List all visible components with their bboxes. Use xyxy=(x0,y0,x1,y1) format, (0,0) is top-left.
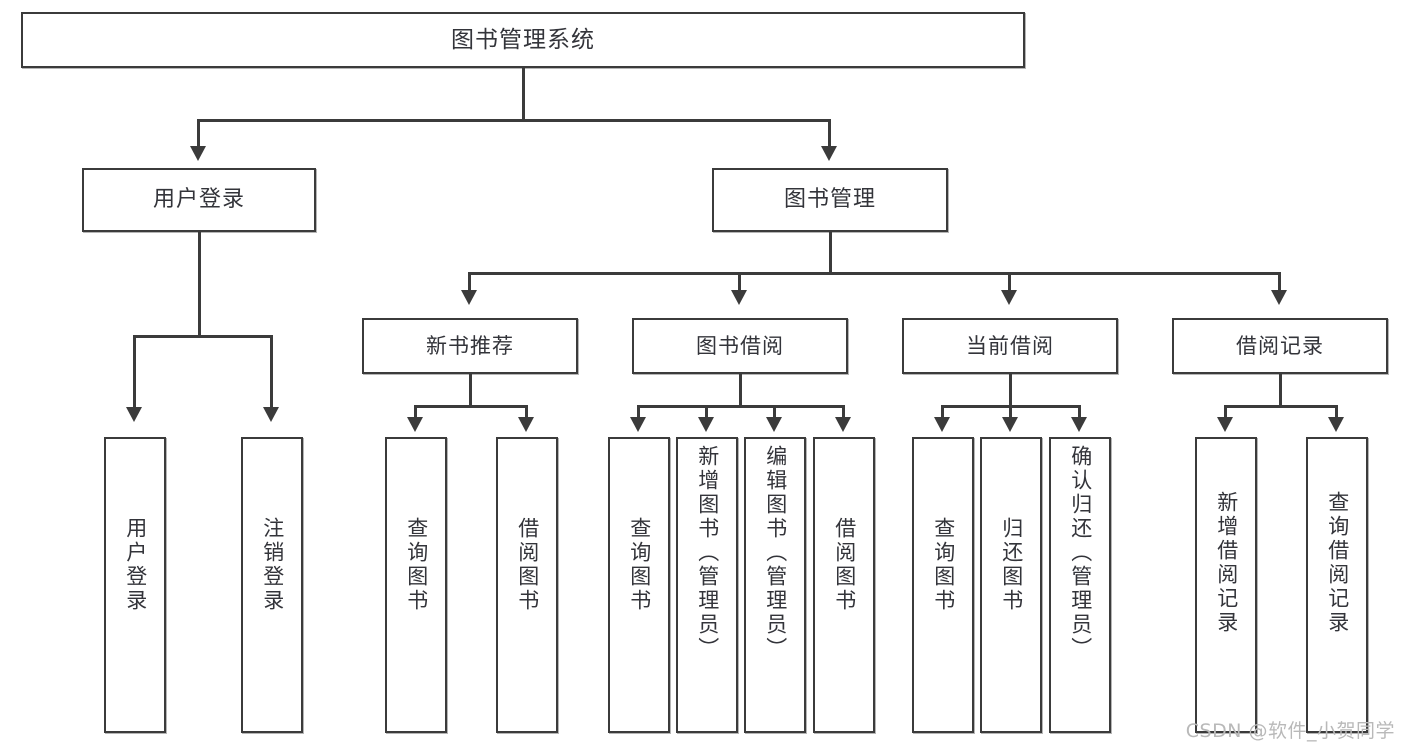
arrow-to-leaf-return-book xyxy=(1002,417,1018,432)
connector-nbr-drop-2 xyxy=(525,405,528,419)
watermark: CSDN @软件_小贺同学 xyxy=(1185,720,1395,742)
leaf-confirm-return[interactable]: 确认归还（管理员） xyxy=(1049,437,1111,733)
arrow-to-leaf-confirm-return xyxy=(1071,417,1087,432)
node-book-management[interactable]: 图书管理 xyxy=(712,168,948,232)
arrow-to-borrow-record xyxy=(1271,290,1287,305)
arrow-to-leaf-query-record xyxy=(1328,417,1344,432)
node-label: 用户登录 xyxy=(123,517,148,613)
arrow-to-book-management xyxy=(821,146,837,161)
node-new-book-recommend[interactable]: 新书推荐 xyxy=(362,318,578,374)
arrow-to-new-book-recommend xyxy=(461,290,477,305)
leaf-add-record[interactable]: 新增借阅记录 xyxy=(1195,437,1257,733)
arrow-to-leaf-edit-book xyxy=(766,417,782,432)
arrow-to-book-borrow xyxy=(731,290,747,305)
connector-user-login-stem xyxy=(198,232,201,337)
connector-nbr-stem xyxy=(469,374,472,407)
leaf-query-book-2[interactable]: 查询图书 xyxy=(608,437,670,733)
node-label: 新增图书（管理员） xyxy=(695,445,720,661)
node-label: 查询图书 xyxy=(404,517,429,613)
node-label: 归还图书 xyxy=(999,517,1024,613)
node-label: 确认归还（管理员） xyxy=(1068,445,1093,661)
connector-cb-stem xyxy=(1009,374,1012,407)
connector-user-login-bus xyxy=(133,335,272,338)
connector-bb-stem xyxy=(739,374,742,407)
arrow-to-leaf-borrow-book-1 xyxy=(518,417,534,432)
connector-root-stem xyxy=(522,68,525,120)
node-label: 查询图书 xyxy=(931,517,956,613)
leaf-borrow-book-1[interactable]: 借阅图书 xyxy=(496,437,558,733)
arrow-to-leaf-query-book-2 xyxy=(630,417,646,432)
connector-bm-drop-3 xyxy=(1008,272,1011,292)
leaf-borrow-book-2[interactable]: 借阅图书 xyxy=(813,437,875,733)
connector-bb-drop-1 xyxy=(637,405,640,419)
node-label: 借阅图书 xyxy=(832,517,857,613)
connector-cb-drop-2 xyxy=(1009,405,1012,419)
node-label: 图书管理 xyxy=(783,187,876,213)
connector-bm-drop-2 xyxy=(738,272,741,292)
leaf-edit-book[interactable]: 编辑图书（管理员） xyxy=(744,437,806,733)
node-label: 图书管理系统 xyxy=(451,26,595,53)
connector-user-login-drop-1 xyxy=(133,335,136,410)
node-borrow-record[interactable]: 借阅记录 xyxy=(1172,318,1388,374)
leaf-return-book[interactable]: 归还图书 xyxy=(980,437,1042,733)
connector-root-bus xyxy=(197,119,830,122)
leaf-query-book-3[interactable]: 查询图书 xyxy=(912,437,974,733)
connector-root-drop-left xyxy=(197,119,200,149)
arrow-to-leaf-query-book-3 xyxy=(934,417,950,432)
connector-br-drop-1 xyxy=(1224,405,1227,419)
node-label: 新增借阅记录 xyxy=(1214,491,1239,635)
node-label: 新书推荐 xyxy=(426,333,514,358)
leaf-query-record[interactable]: 查询借阅记录 xyxy=(1306,437,1368,733)
connector-bb-drop-2 xyxy=(705,405,708,419)
node-label: 借阅图书 xyxy=(515,517,540,613)
node-label: 当前借阅 xyxy=(966,333,1054,358)
connector-bb-drop-4 xyxy=(842,405,845,419)
arrow-to-leaf-query-book-1 xyxy=(407,417,423,432)
arrow-to-leaf-logout xyxy=(263,407,279,422)
arrow-to-leaf-user-login xyxy=(126,407,142,422)
connector-cb-drop-3 xyxy=(1078,405,1081,419)
connector-book-management-bus xyxy=(468,272,1280,275)
leaf-user-login[interactable]: 用户登录 xyxy=(104,437,166,733)
connector-root-drop-right xyxy=(828,119,831,149)
node-label: 查询图书 xyxy=(627,517,652,613)
leaf-query-book-1[interactable]: 查询图书 xyxy=(385,437,447,733)
node-label: 注销登录 xyxy=(260,517,285,613)
arrow-to-leaf-add-record xyxy=(1217,417,1233,432)
arrow-to-leaf-borrow-book-2 xyxy=(835,417,851,432)
connector-book-management-stem xyxy=(829,232,832,274)
connector-br-stem xyxy=(1279,374,1282,407)
connector-user-login-drop-2 xyxy=(270,335,273,410)
node-label: 用户登录 xyxy=(152,187,245,213)
connector-br-drop-2 xyxy=(1335,405,1338,419)
node-user-login[interactable]: 用户登录 xyxy=(82,168,316,232)
connector-bb-drop-3 xyxy=(773,405,776,419)
leaf-add-book[interactable]: 新增图书（管理员） xyxy=(676,437,738,733)
node-label: 查询借阅记录 xyxy=(1325,491,1350,635)
connector-nbr-drop-1 xyxy=(414,405,417,419)
connector-bm-drop-1 xyxy=(468,272,471,292)
leaf-logout[interactable]: 注销登录 xyxy=(241,437,303,733)
arrow-to-leaf-add-book xyxy=(698,417,714,432)
connector-bb-bus xyxy=(637,405,845,408)
node-label: 借阅记录 xyxy=(1236,333,1324,358)
connector-nbr-bus xyxy=(414,405,528,408)
node-current-borrow[interactable]: 当前借阅 xyxy=(902,318,1118,374)
node-book-management-system[interactable]: 图书管理系统 xyxy=(21,12,1025,68)
node-label: 编辑图书（管理员） xyxy=(763,445,788,661)
arrow-to-user-login xyxy=(190,146,206,161)
node-book-borrow[interactable]: 图书借阅 xyxy=(632,318,848,374)
connector-cb-drop-1 xyxy=(941,405,944,419)
arrow-to-current-borrow xyxy=(1001,290,1017,305)
connector-bm-drop-4 xyxy=(1278,272,1281,292)
connector-br-bus xyxy=(1224,405,1338,408)
node-label: 图书借阅 xyxy=(696,333,784,358)
